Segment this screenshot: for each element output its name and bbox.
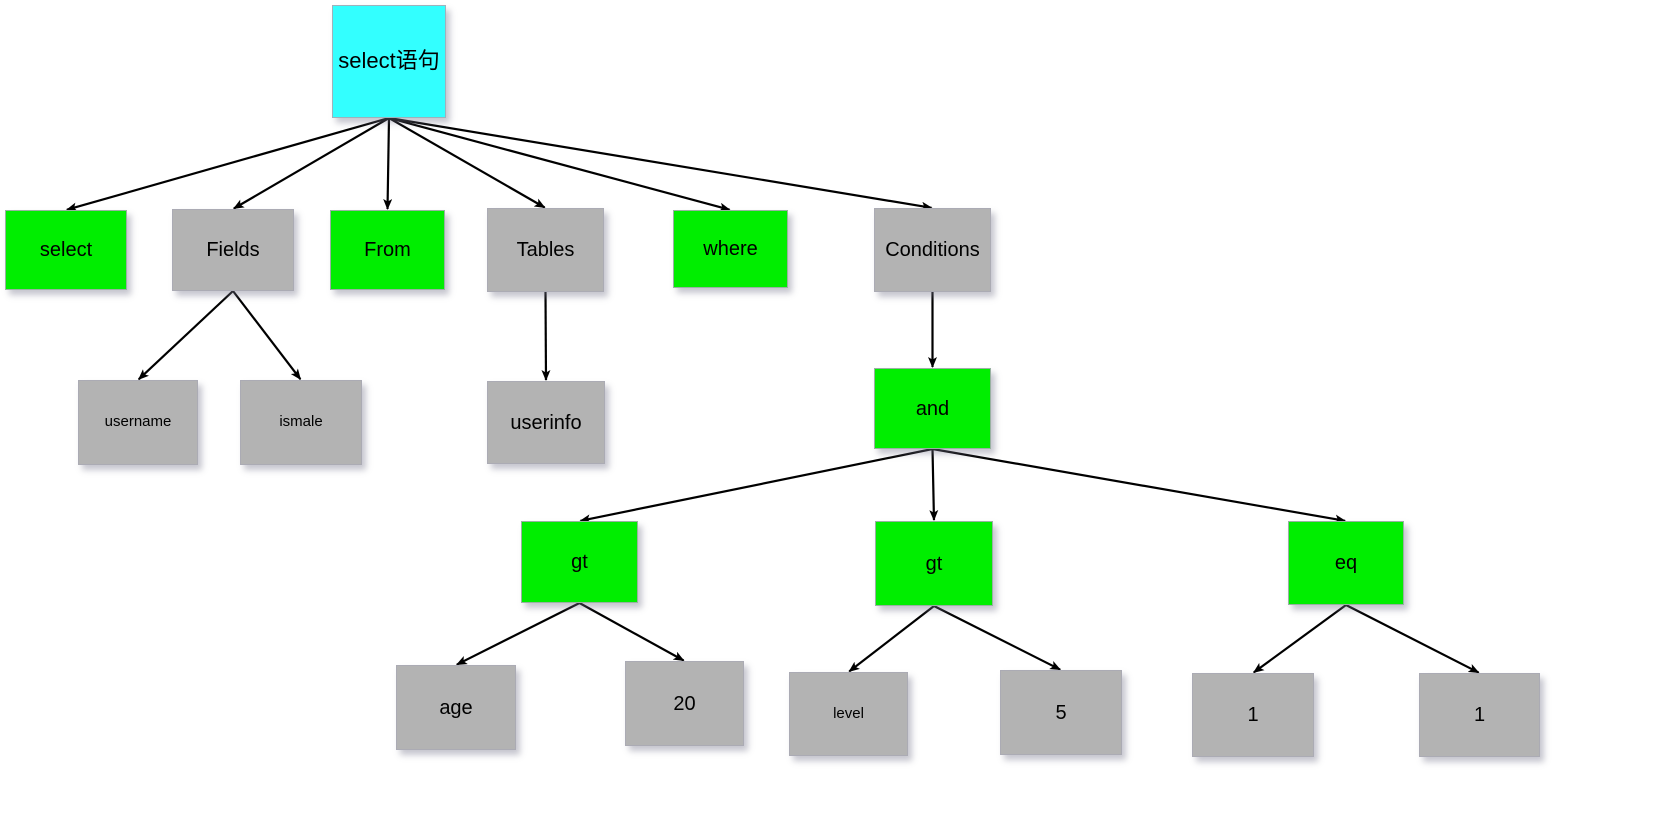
node-one1[interactable]: 1 [1192,673,1314,757]
node-where[interactable]: where [673,210,788,288]
node-v5[interactable]: 5 [1000,670,1122,755]
node-ismale[interactable]: ismale [240,380,362,465]
node-from[interactable]: From [330,210,445,290]
node-userinfo[interactable]: userinfo [487,381,605,464]
edge-and-to-gt2 [929,448,939,522]
node-eq[interactable]: eq [1288,521,1404,605]
node-and[interactable]: and [874,368,991,449]
node-label: From [364,239,411,261]
node-label: ismale [279,413,323,431]
edge-and-to-gt1 [579,447,933,524]
node-label: eq [1334,552,1358,574]
edge-root-to-tables [388,117,546,209]
edge-fields-to-username [137,290,234,381]
edge-gt2-to-level [848,605,935,673]
edge-root-to-select [65,116,390,212]
node-label: select [39,239,93,261]
node-label: where [703,238,758,260]
node-fields[interactable]: Fields [172,209,294,291]
node-label: userinfo [510,411,582,434]
node-label: 1 [1247,704,1259,726]
node-label: and [915,397,950,420]
node-gt2[interactable]: gt [875,521,993,606]
edge-root-to-from [383,117,393,211]
node-label: username [104,413,172,431]
node-label: level [833,704,864,722]
node-tables[interactable]: Tables [487,208,604,292]
node-label: Conditions [885,239,980,261]
edge-root-to-where [388,116,731,212]
node-conditions[interactable]: Conditions [874,208,991,292]
node-label: gt [571,551,588,573]
node-label: gt [925,552,943,575]
node-gt1[interactable]: gt [521,521,638,603]
node-select[interactable]: select [5,210,127,290]
node-label: Fields [206,239,260,261]
node-root[interactable]: select语句 [332,5,446,118]
node-v20[interactable]: 20 [625,661,744,746]
edge-eq-to-one1 [1253,604,1347,674]
node-label: 1 [1473,704,1486,726]
node-label: select语句 [338,48,440,74]
node-one2[interactable]: 1 [1419,673,1540,757]
edge-gt2-to-v5 [933,605,1061,671]
node-label: 20 [673,692,696,715]
node-level[interactable]: level [789,672,908,756]
edge-gt1-to-age [456,602,580,666]
edge-gt1-to-v20 [578,602,685,662]
edge-eq-to-one2 [1345,604,1480,674]
edge-root-to-conditions [388,116,933,211]
edge-fields-to-ismale [232,290,302,380]
node-label: age [439,696,473,719]
node-username[interactable]: username [78,380,198,465]
edge-and-to-eq [932,447,1346,524]
node-label: Tables [516,239,575,261]
node-age[interactable]: age [396,665,516,750]
node-label: 5 [1055,701,1067,724]
edge-root-to-fields [233,117,390,210]
